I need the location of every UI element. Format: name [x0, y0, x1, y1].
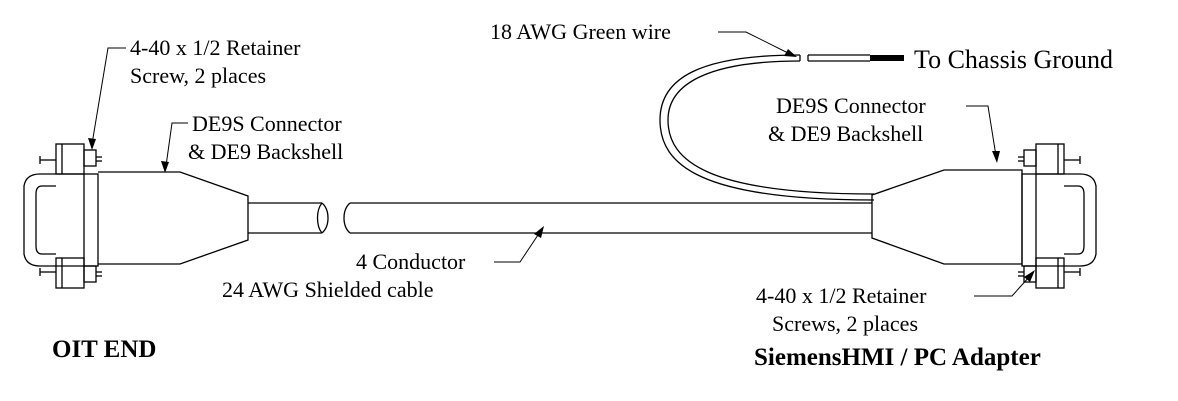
left-connector — [23, 143, 249, 289]
leader-retainer-left — [91, 47, 126, 145]
leader-retainer-right — [974, 275, 1031, 297]
label-green-wire: 18 AWG Green wire — [490, 19, 671, 44]
shielded-cable — [248, 202, 872, 234]
left-backshell — [98, 171, 249, 265]
chassis-ground-lead — [870, 55, 904, 61]
left-d-shell — [23, 173, 99, 267]
right-backshell — [871, 169, 1023, 265]
right-d-shell — [1021, 173, 1097, 267]
leader-cable — [494, 231, 541, 263]
label-oit-end: OIT END — [52, 336, 156, 363]
leader-lines — [88, 31, 1035, 297]
labels: 4-40 x 1/2 Retainer Screw, 2 places DE9S… — [52, 19, 1113, 371]
label-connector-right-line1: DE9S Connector — [776, 93, 926, 118]
label-connector-left-line2: & DE9 Backshell — [188, 139, 343, 164]
green-wire — [659, 54, 904, 201]
label-retainer-right-line2: Screws, 2 places — [772, 311, 918, 336]
label-retainer-left-line2: Screw, 2 places — [130, 63, 266, 88]
leader-connector-left — [165, 122, 188, 167]
label-retainer-left-line1: 4-40 x 1/2 Retainer — [130, 35, 301, 60]
cable-break-right — [343, 202, 351, 234]
left-retainer-screw-top — [39, 143, 102, 175]
label-connector-left-line1: DE9S Connector — [192, 111, 342, 136]
label-chassis-ground: To Chassis Ground — [914, 45, 1113, 74]
left-retainer-screw-bottom — [39, 257, 102, 289]
label-cable-line2: 24 AWG Shielded cable — [222, 277, 433, 302]
label-cable-line1: 4 Conductor — [356, 249, 466, 274]
right-retainer-screw-top — [1018, 143, 1081, 175]
leader-connector-right — [966, 105, 997, 157]
cable-break-left — [316, 202, 323, 234]
label-retainer-right-line1: 4-40 x 1/2 Retainer — [756, 283, 927, 308]
label-connector-right-line2: & DE9 Backshell — [768, 121, 923, 146]
right-connector — [871, 143, 1097, 289]
right-retainer-screw-bottom — [1018, 257, 1081, 289]
leader-green-wire — [718, 31, 791, 55]
label-adapter-end: SiemensHMI / PC Adapter — [754, 344, 1041, 371]
